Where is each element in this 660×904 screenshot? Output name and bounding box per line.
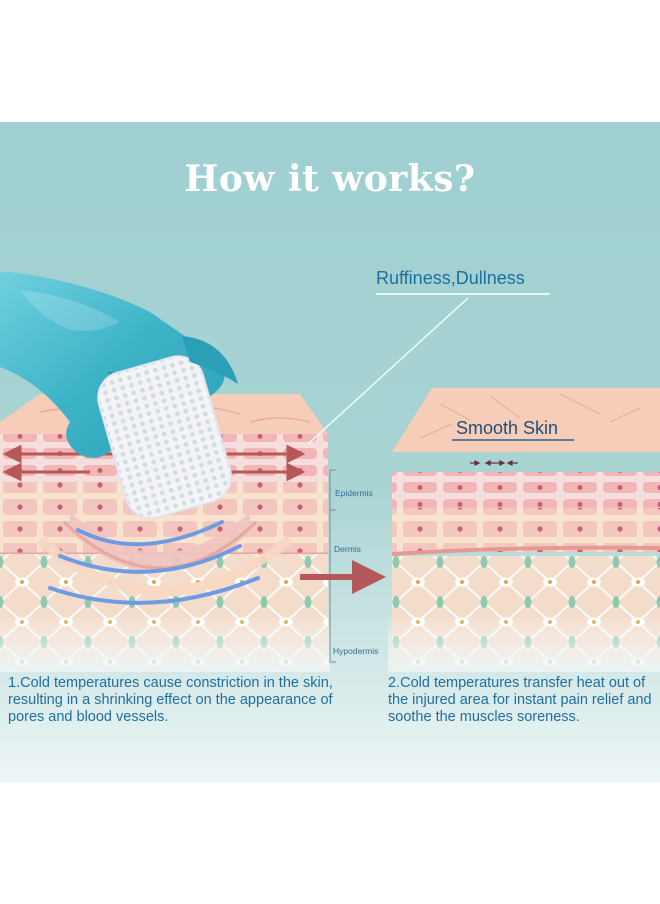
right-arrow-icon bbox=[300, 560, 386, 594]
label-epidermis: Epidermis bbox=[335, 488, 373, 498]
caption-right: 2.Cold temperatures transfer heat out of… bbox=[388, 675, 652, 725]
label-dermis: Dermis bbox=[334, 544, 361, 554]
infographic-panel: How it works? bbox=[0, 122, 660, 782]
callout-line bbox=[307, 297, 469, 445]
label-hypodermis: Hypodermis bbox=[333, 646, 378, 656]
ice-roller-icon bbox=[0, 272, 238, 519]
layer-bracket bbox=[329, 469, 336, 663]
caption-left: 1.Cold temperatures cause constriction i… bbox=[8, 675, 333, 725]
right-skin-surface bbox=[392, 388, 660, 452]
left-skin-block bbox=[0, 394, 330, 672]
cold-wave-lines bbox=[48, 520, 260, 605]
right-dermis bbox=[392, 508, 660, 552]
right-skin-block: Smooth Skin bbox=[388, 388, 660, 672]
ruffiness-label: Ruffiness,Dullness bbox=[376, 268, 525, 288]
skin-diagram: Epidermis Dermis Hypodermis Ruffiness,Du… bbox=[0, 268, 660, 672]
smooth-skin-label: Smooth Skin bbox=[456, 418, 558, 438]
right-epidermis bbox=[392, 472, 660, 508]
page-title: How it works? bbox=[184, 158, 476, 200]
